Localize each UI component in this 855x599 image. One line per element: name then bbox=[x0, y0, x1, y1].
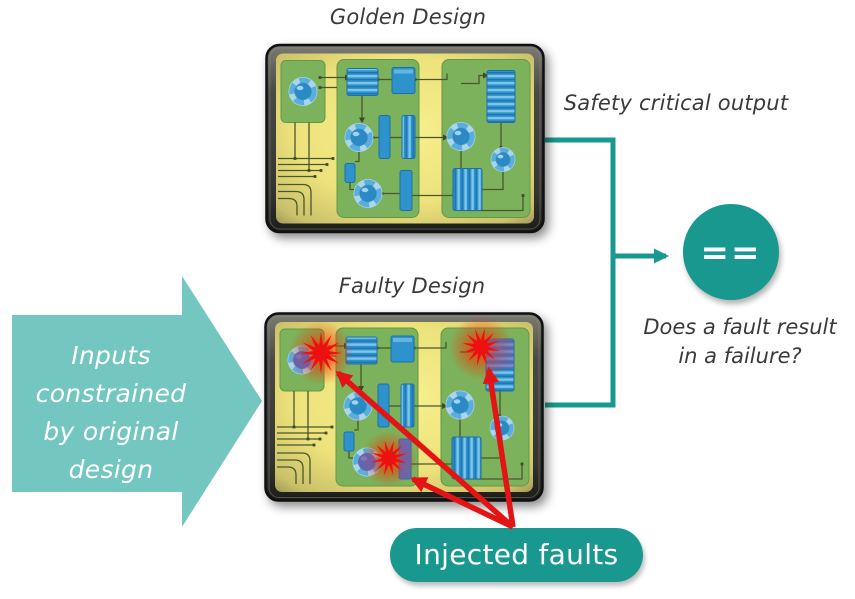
inputs-arrow-line-2: constrained bbox=[35, 379, 187, 408]
inputs-arrow-line-3: by original bbox=[43, 417, 179, 446]
injected-faults-pill: Injected faults bbox=[390, 528, 643, 582]
golden-design-title: Golden Design bbox=[329, 5, 487, 29]
output-connector-line bbox=[545, 137, 616, 408]
question-line-2: in a failure? bbox=[678, 344, 802, 368]
inputs-arrow-text: Inputs constrained by original design bbox=[15, 337, 207, 489]
question-line-1: Does a fault result bbox=[643, 315, 837, 339]
faulty-design-title: Faulty Design bbox=[338, 274, 486, 298]
inputs-arrow-line-1: Inputs bbox=[71, 341, 151, 370]
faulty-chip-image bbox=[264, 312, 544, 502]
comparator-question: Does a fault result in a failure? bbox=[622, 313, 855, 371]
inputs-arrow-line-4: design bbox=[68, 455, 154, 484]
golden-chip-image bbox=[265, 43, 545, 234]
comparator-circle bbox=[683, 204, 779, 300]
comparator-symbol: == bbox=[701, 233, 762, 273]
safety-critical-output-label: Safety critical output bbox=[563, 91, 789, 115]
injected-faults-label: Injected faults bbox=[414, 538, 619, 571]
